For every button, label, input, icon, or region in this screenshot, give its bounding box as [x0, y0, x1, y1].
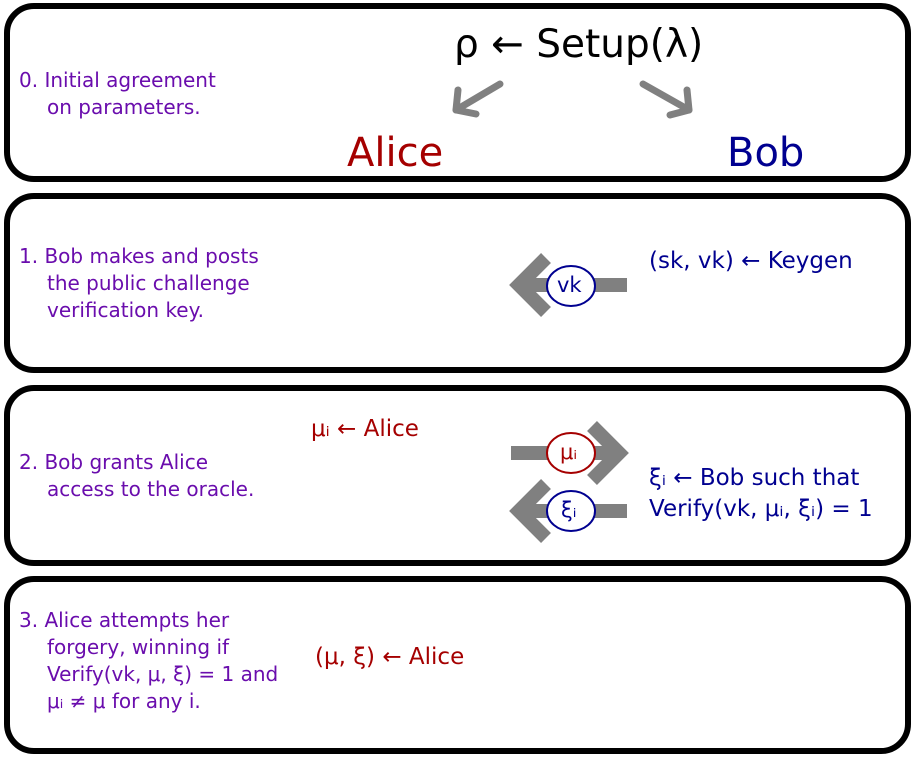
step-1-line-2: the public challenge: [47, 271, 250, 295]
step-0-description: 0. Initial agreement on parameters.: [19, 67, 216, 121]
step-3-line-4: μᵢ ≠ μ for any i.: [47, 689, 201, 713]
panel-forgery: [4, 576, 911, 754]
step-3-line-1: 3. Alice attempts her: [19, 608, 230, 632]
step-1-description: 1. Bob makes and posts the public challe…: [19, 243, 259, 324]
setup-to-alice-arrow: [452, 80, 504, 118]
step-3-line-3: Verify(vk, μ, ξ) = 1 and: [47, 662, 279, 686]
xi-circle: [546, 490, 596, 532]
vk-label: vk: [557, 273, 582, 297]
alice-label: Alice: [347, 130, 444, 176]
panel-setup: [4, 3, 911, 182]
step-2-line-2: access to the oracle.: [47, 477, 255, 501]
mu-label: μᵢ: [560, 440, 578, 464]
step-0-line-2: on parameters.: [47, 95, 201, 119]
step-1-line-3: verification key.: [47, 298, 204, 322]
panel-keygen: [4, 193, 911, 373]
alice-query: μᵢ ← Alice: [311, 416, 419, 442]
step-2-description: 2. Bob grants Alice access to the oracle…: [19, 449, 254, 503]
bob-response-line-1: ξᵢ ← Bob such that: [649, 465, 860, 491]
step-2-line-1: 2. Bob grants Alice: [19, 450, 209, 474]
step-3-description: 3. Alice attempts her forgery, winning i…: [19, 607, 278, 715]
step-1-line-1: 1. Bob makes and posts: [19, 244, 259, 268]
mu-circle: [546, 432, 596, 474]
bob-response-line-2: Verify(vk, μᵢ, ξᵢ) = 1: [649, 496, 873, 522]
forgery-formula: (μ, ξ) ← Alice: [315, 644, 465, 670]
setup-to-bob-arrow: [639, 80, 693, 119]
step-3-line-2: forgery, winning if: [47, 635, 230, 659]
step-0-line-1: 0. Initial agreement: [19, 68, 216, 92]
setup-formula: ρ ← Setup(λ): [454, 22, 704, 67]
keygen-formula: (sk, vk) ← Keygen: [649, 248, 853, 274]
panel-oracle: [4, 385, 911, 566]
xi-label: ξᵢ: [561, 498, 577, 522]
bob-label: Bob: [727, 130, 805, 176]
vk-circle: [546, 265, 596, 307]
